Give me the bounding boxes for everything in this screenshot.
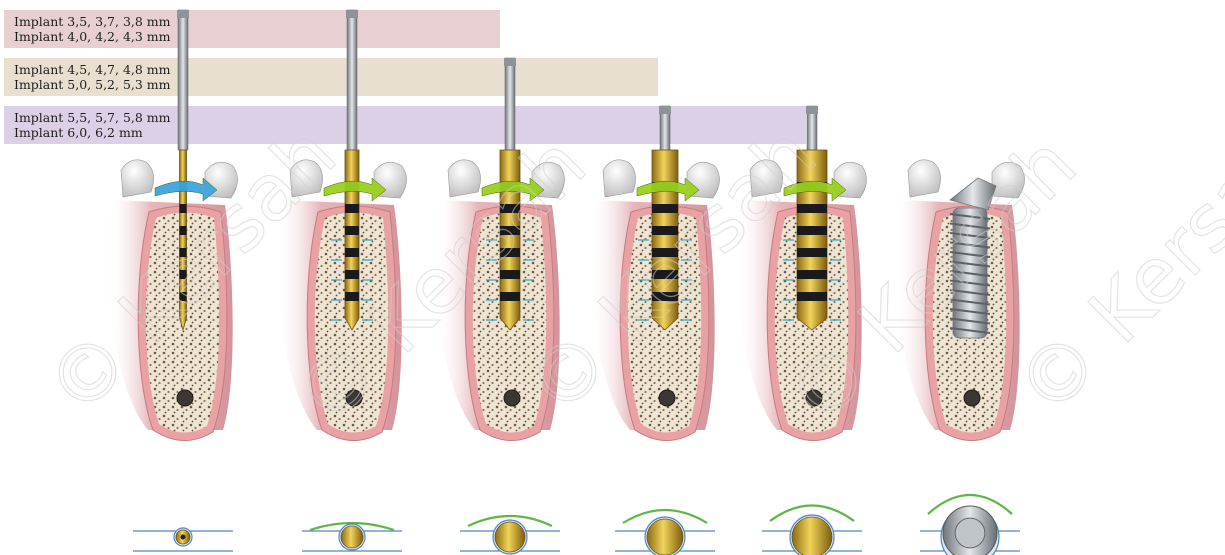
drill-cross-section: [647, 519, 683, 555]
pilot-core: [181, 535, 186, 540]
depth-marker: [797, 270, 827, 279]
adjacent-tooth: [908, 160, 941, 197]
depth-marker: [345, 204, 359, 213]
depth-marker: [345, 292, 359, 301]
drill-shank: [347, 10, 357, 150]
adjacent-tooth: [121, 160, 154, 197]
drill-latch: [504, 58, 516, 66]
depth-marker: [180, 204, 187, 213]
drill-cross-section: [495, 522, 525, 552]
depth-marker: [797, 248, 827, 257]
adjacent-tooth: [603, 160, 636, 197]
nerve-canal: [504, 390, 520, 406]
depth-marker: [345, 270, 359, 279]
drill-latch: [177, 10, 189, 18]
depth-marker: [500, 292, 520, 301]
depth-marker: [797, 226, 827, 235]
drill-latch: [806, 106, 818, 114]
drill-latch: [659, 106, 671, 114]
implant-hex: [955, 518, 985, 548]
nerve-canal: [659, 390, 675, 406]
nerve-canal: [964, 390, 980, 406]
drill-shank: [178, 10, 188, 150]
drill-latch: [346, 10, 358, 18]
drill-cross-section: [341, 526, 363, 548]
depth-marker: [345, 248, 359, 257]
depth-marker: [345, 226, 359, 235]
drill-shank: [505, 58, 515, 150]
drill-cross-section: [792, 517, 832, 555]
depth-marker: [797, 292, 827, 301]
nerve-canal: [177, 390, 193, 406]
